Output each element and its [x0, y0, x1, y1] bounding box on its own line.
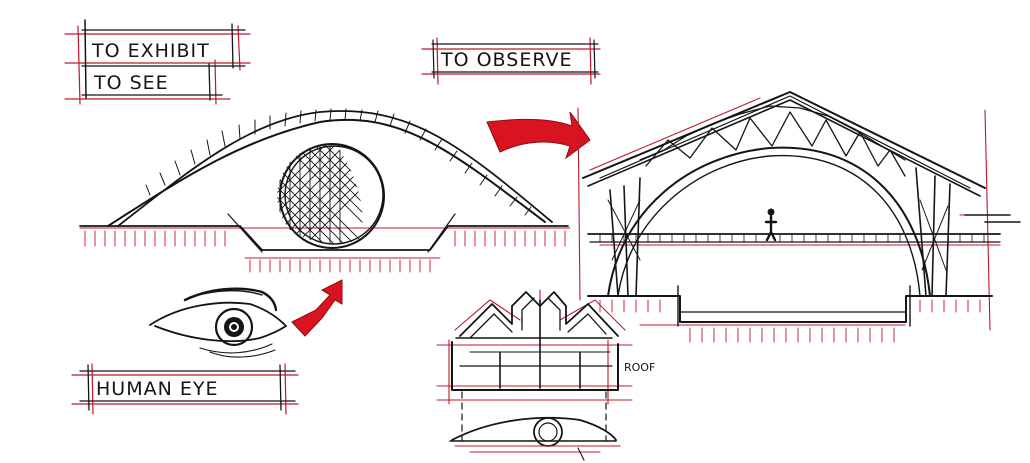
roof-plan-sketch: ROOF — [437, 290, 655, 460]
label-box-exhibit-see: TO EXHIBIT TO SEE — [65, 20, 250, 104]
label-to-observe: TO OBSERVE — [440, 49, 573, 71]
label-box-human-eye: HUMAN EYE — [72, 364, 298, 414]
label-box-observe: TO OBSERVE — [422, 38, 600, 84]
label-to-see: TO SEE — [93, 72, 169, 94]
label-roof: ROOF — [624, 361, 655, 374]
human-eye-sketch — [150, 289, 286, 357]
arrow-up-from-eye — [292, 280, 342, 336]
label-to-exhibit: TO EXHIBIT — [91, 40, 210, 62]
pavilion-section-sketch — [578, 92, 1020, 342]
label-human-eye: HUMAN EYE — [96, 378, 218, 400]
person-figure — [766, 209, 776, 241]
arrow-to-observe — [487, 112, 590, 158]
